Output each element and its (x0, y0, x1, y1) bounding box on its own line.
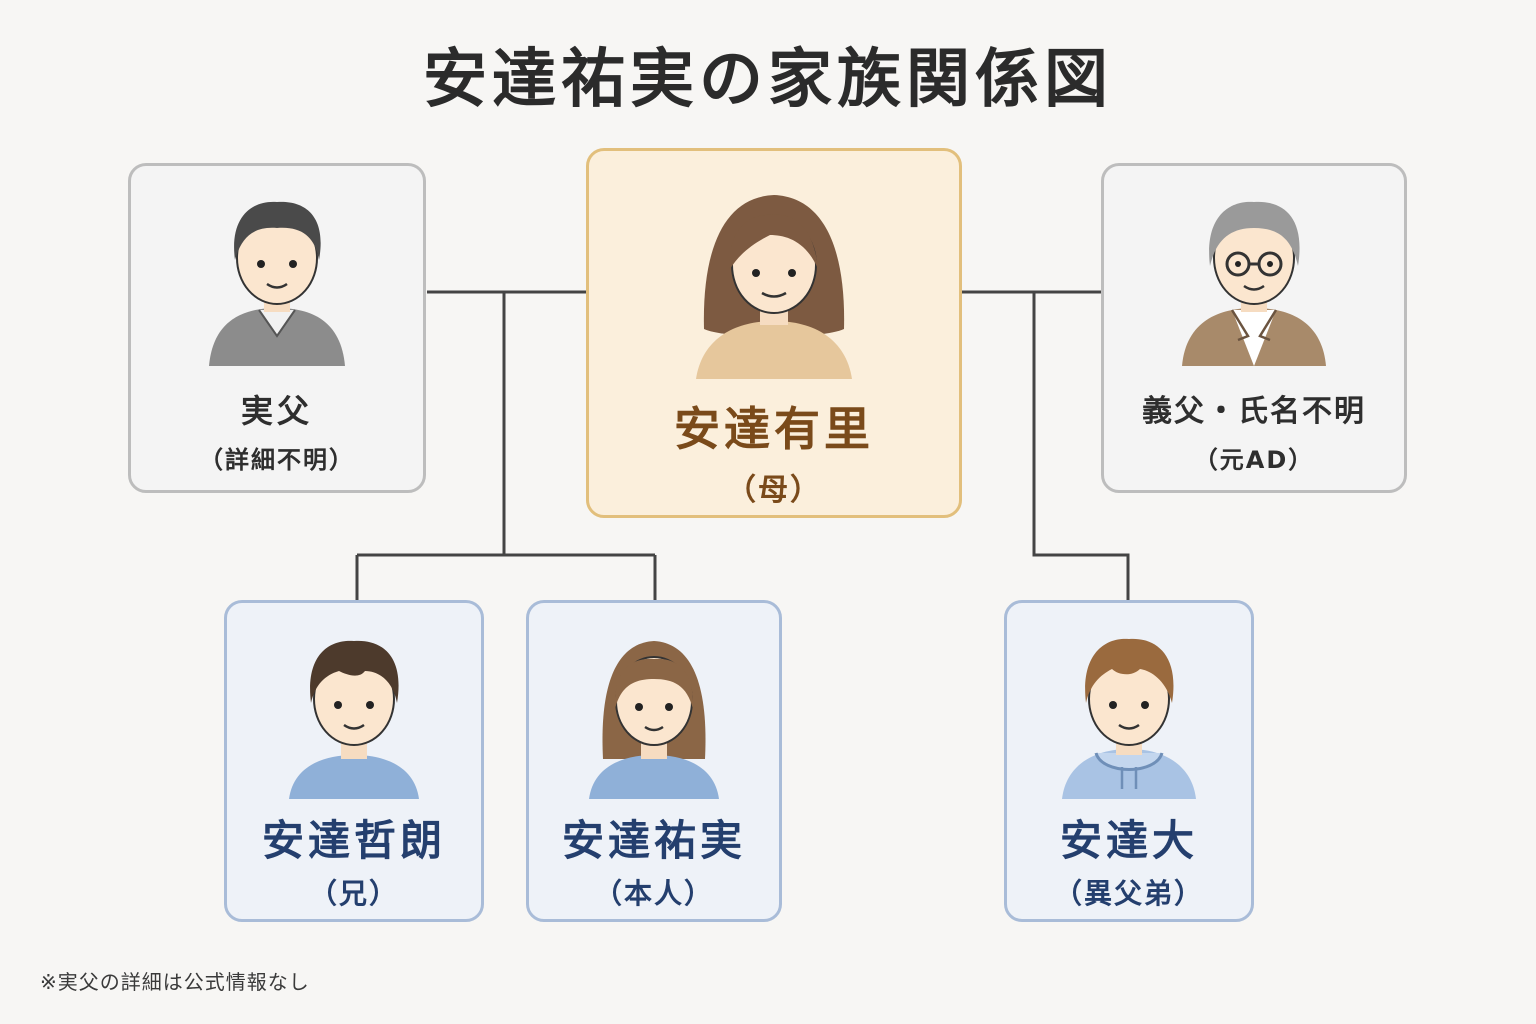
card-mother: 安達有里 （母） (586, 148, 962, 518)
page-title: 安達祐実の家族関係図 (423, 43, 1113, 117)
member-name: 安達有里 (674, 402, 874, 456)
self-portrait-icon (589, 641, 719, 799)
card-brother: 安達哲朗 （兄） (224, 600, 484, 922)
half-brother-portrait-icon (1062, 638, 1196, 799)
member-role: （兄） (308, 877, 399, 910)
brother-portrait-icon (289, 640, 419, 799)
member-name: 実父 (240, 392, 313, 430)
stepfather-portrait-icon (1182, 201, 1326, 366)
card-biological-father: 実父 （詳細不明） (128, 163, 426, 493)
member-role: （本人） (593, 877, 714, 910)
father-portrait-icon (209, 201, 345, 366)
member-name: 安達祐実 (561, 816, 746, 865)
member-role: （詳細不明） (199, 446, 355, 474)
member-role: （異父弟） (1053, 877, 1204, 910)
children-line-left (355, 292, 657, 600)
member-name: 安達大 (1059, 816, 1198, 865)
member-role: （母） (726, 473, 822, 508)
mother-portrait-icon (696, 195, 852, 379)
member-name: 安達哲朗 (261, 816, 446, 865)
card-half-brother: 安達大 （異父弟） (1004, 600, 1254, 922)
card-self: 安達祐実 （本人） (526, 600, 782, 922)
member-name: 義父・氏名不明 (1142, 394, 1366, 429)
card-stepfather: 義父・氏名不明 （元AD） (1101, 163, 1407, 493)
children-line-right (1032, 292, 1130, 600)
member-role: （元AD） (1193, 446, 1315, 474)
footnote: ※実父の詳細は公式情報なし (40, 970, 310, 994)
